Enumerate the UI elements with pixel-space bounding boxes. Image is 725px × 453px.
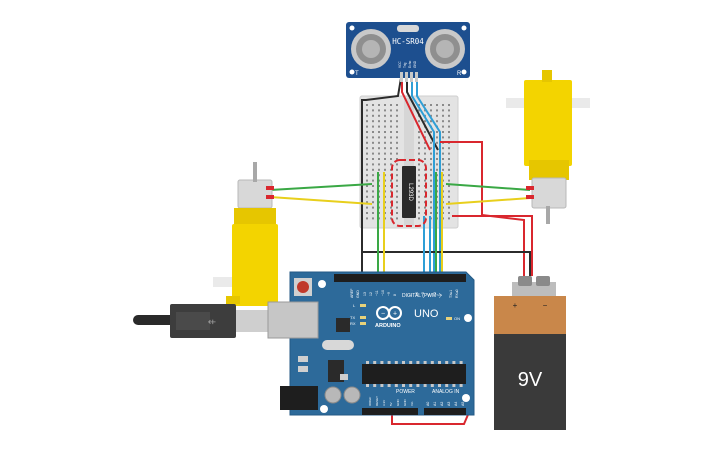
svg-text:RX: RX (350, 321, 356, 326)
svg-text:4: 4 (427, 294, 431, 296)
digital-label: DIGITAL (PWM~) (402, 293, 441, 299)
svg-text:RESET: RESET (375, 396, 379, 406)
svg-text:GND: GND (356, 290, 360, 298)
right-dc-motor[interactable] (506, 70, 590, 224)
battery-minus: − (543, 301, 548, 310)
svg-text:+: + (393, 311, 397, 318)
svg-text:A5: A5 (461, 402, 465, 406)
svg-text:VCC: VCC (398, 61, 402, 68)
svg-text:~3: ~3 (433, 292, 437, 296)
analog-label: ANALOG IN (432, 389, 460, 395)
svg-text:7: 7 (409, 294, 413, 296)
svg-text:~9: ~9 (387, 292, 391, 296)
svg-text:A1: A1 (433, 402, 437, 406)
svg-text:A0: A0 (426, 402, 430, 406)
svg-text:GND: GND (396, 399, 400, 407)
digital-pin-labels: AREF GND 13 12 ~11 ~10 ~9 8 7 ~6 ~5 4 ~3… (350, 289, 459, 298)
arduino-brand: ARDUINO (375, 323, 401, 329)
sensor-model: HC-SR04 (392, 37, 424, 46)
wires (269, 71, 533, 425)
svg-text:3.3V: 3.3V (382, 400, 386, 406)
svg-text:GND: GND (403, 399, 407, 407)
svg-text:Vin: Vin (410, 401, 414, 406)
svg-text:A3: A3 (447, 402, 451, 406)
svg-text:8: 8 (393, 294, 397, 296)
sensor-r-mark: R (457, 71, 462, 77)
analog-header[interactable] (424, 408, 466, 415)
svg-text:~11: ~11 (375, 290, 379, 296)
svg-text:A4: A4 (454, 402, 458, 406)
svg-text:A2: A2 (440, 402, 444, 406)
reset-button[interactable] (294, 278, 312, 296)
battery-label: 9V (518, 369, 543, 391)
svg-text:~10: ~10 (381, 290, 385, 296)
battery-plus: + (513, 301, 518, 310)
svg-text:Echo: Echo (408, 61, 412, 68)
svg-text:Trig: Trig (403, 62, 407, 68)
l293d-chip[interactable]: L293D (402, 166, 416, 218)
power-jack[interactable] (280, 386, 318, 410)
usb-symbol-icon: ⇷ (208, 317, 216, 328)
svg-text:12: 12 (369, 292, 373, 296)
svg-text:TX▸1: TX▸1 (449, 290, 453, 298)
ultrasonic-sensor[interactable]: HC-SR04 T R VCC Trig Echo GND (346, 22, 470, 82)
chip-label: L293D (407, 183, 413, 201)
svg-text:ON: ON (454, 316, 460, 321)
power-label: POWER (396, 389, 415, 395)
arduino-uno[interactable]: AREF GND 13 12 ~11 ~10 ~9 8 7 ~6 ~5 4 ~3… (267, 271, 475, 416)
arduino-usb-port[interactable] (267, 301, 319, 339)
svg-text:5V: 5V (389, 402, 393, 406)
arduino-logo: − + ARDUINO (375, 306, 402, 329)
battery-9v[interactable]: + − 9V (494, 276, 566, 430)
svg-text:TX: TX (350, 315, 355, 320)
transmitter-transducer (351, 29, 391, 69)
svg-text:GND: GND (413, 60, 417, 68)
receiver-transducer (425, 29, 465, 69)
power-header[interactable] (362, 408, 418, 415)
svg-text:L: L (353, 303, 356, 308)
left-dc-motor[interactable] (213, 162, 278, 306)
svg-text:2: 2 (439, 294, 443, 296)
svg-text:~6: ~6 (415, 292, 419, 296)
svg-text:−: − (381, 311, 385, 318)
status-leds: L TX RX ON (350, 303, 460, 326)
sensor-pin-labels: VCC Trig Echo GND (398, 60, 417, 68)
arduino-model: UNO (414, 308, 439, 320)
sensor-pins[interactable] (400, 72, 418, 82)
svg-text:~5: ~5 (421, 292, 425, 296)
svg-text:13: 13 (363, 292, 367, 296)
svg-text:IOREF: IOREF (368, 397, 372, 406)
usb-cable[interactable]: ⇷ (133, 304, 272, 338)
svg-text:RX◂0: RX◂0 (455, 289, 459, 298)
svg-text:AREF: AREF (350, 289, 354, 298)
atmega-chip (362, 361, 466, 387)
analog-pin-labels: A0 A1 A2 A3 A4 A5 (426, 402, 465, 406)
sensor-t-mark: T (355, 71, 359, 77)
digital-header[interactable] (334, 274, 466, 282)
power-pin-labels: IOREF RESET 3.3V 5V GND GND Vin (368, 396, 414, 406)
